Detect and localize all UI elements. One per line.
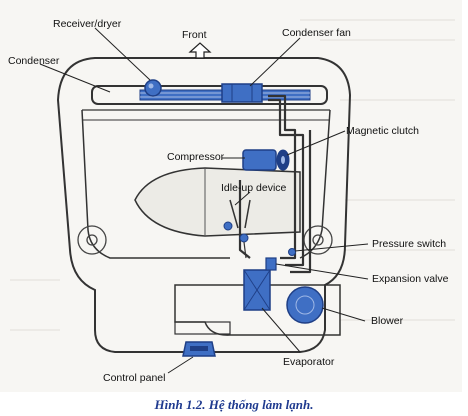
diagram-drawing (10, 19, 455, 374)
label-expansion-valve: Expansion valve (372, 273, 449, 285)
refrigerant-lines (238, 94, 312, 274)
label-idle-up-device: Idle-up device (221, 182, 287, 194)
label-control-panel: Control panel (103, 372, 166, 384)
label-condenser: Condenser (8, 55, 60, 67)
figure-caption: Hình 1.2. Hệ thống làm lạnh. (154, 397, 314, 412)
label-magnetic-clutch: Magnetic clutch (346, 125, 419, 137)
expansion-valve (265, 257, 277, 271)
label-condenser-fan: Condenser fan (282, 27, 351, 39)
ac-system-diagram: Receiver/dryer Front Condenser Condenser… (0, 0, 462, 392)
hvac-duct-lower (174, 321, 231, 335)
condenser (91, 85, 328, 105)
blower (286, 286, 324, 324)
label-compressor: Compressor (167, 151, 225, 163)
background-texture (10, 19, 455, 331)
compressor (242, 149, 277, 171)
label-front: Front (182, 29, 207, 41)
label-blower: Blower (371, 315, 404, 327)
receiver-dryer (144, 79, 162, 97)
label-evaporator: Evaporator (283, 356, 335, 368)
condenser-fan (221, 83, 263, 103)
label-pressure-switch: Pressure switch (372, 238, 447, 250)
label-receiver-dryer: Receiver/dryer (53, 18, 122, 30)
front-arrow-icon (188, 42, 212, 59)
idle-up-device (223, 199, 251, 259)
engine-block (134, 167, 301, 237)
frame-rail-left (81, 109, 230, 259)
pressure-switch (288, 248, 296, 256)
wheel-hubs (77, 225, 333, 255)
leader-lines (39, 27, 369, 374)
